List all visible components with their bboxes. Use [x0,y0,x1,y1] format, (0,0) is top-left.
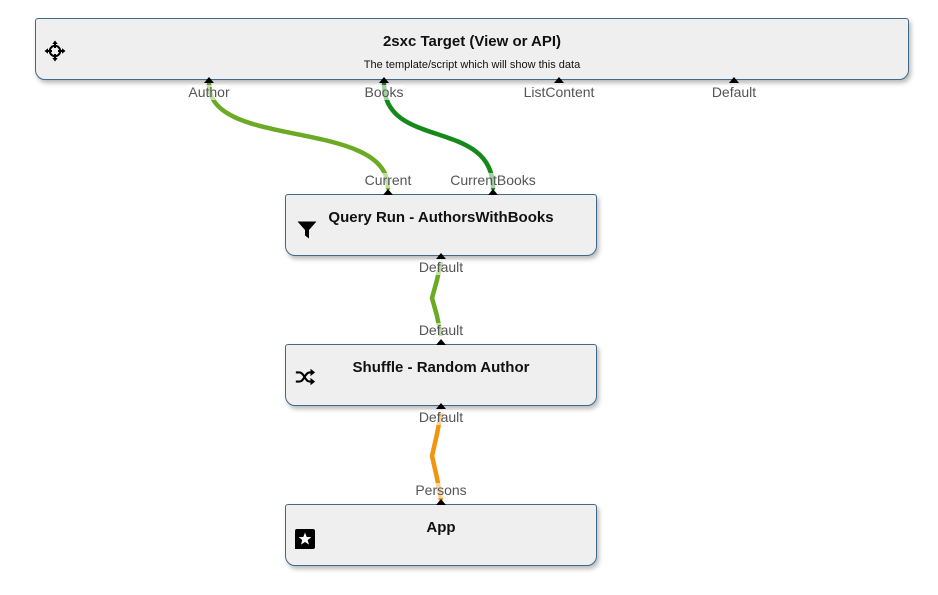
connection-current-to-author[interactable] [206,81,391,191]
port-label-shuffle-default-in: Default [418,322,464,338]
app-node[interactable]: App [285,504,597,566]
connection-currentbooks-to-books[interactable] [381,81,496,191]
port-marker-target-default[interactable] [729,77,739,83]
port-marker-query-currentbooks[interactable] [488,189,498,195]
port-label-target-author: Author [188,84,230,100]
port-label-target-listcontent: ListContent [523,84,595,100]
port-marker-shuffle-default-in[interactable] [436,339,446,345]
port-label-target-books: Books [364,84,404,100]
port-marker-query-default-out[interactable] [436,253,446,259]
port-marker-target-author[interactable] [204,77,214,83]
target-node-title: 2sxc Target (View or API) [382,33,562,50]
shuffle-node[interactable]: Shuffle - Random Author [285,344,597,406]
target-node-subtitle: The template/script which will show this… [363,59,581,71]
port-marker-target-listcontent[interactable] [554,77,564,83]
port-marker-shuffle-default-out[interactable] [436,403,446,409]
port-label-query-current: Current [364,172,412,188]
filter-icon [296,219,318,241]
port-label-target-default: Default [711,84,757,100]
port-marker-app-persons[interactable] [436,499,446,505]
star-app-icon [294,528,316,550]
crosshair-icon [44,40,66,62]
app-node-title: App [426,519,456,536]
port-marker-query-current[interactable] [383,189,393,195]
shuffle-node-title: Shuffle - Random Author [352,359,530,376]
shuffle-icon [294,366,316,388]
port-label-query-default-out: Default [418,259,464,275]
target-node[interactable]: 2sxc Target (View or API) The template/s… [35,18,909,80]
port-label-app-persons: Persons [415,482,467,498]
port-label-shuffle-default-out: Default [418,409,464,425]
query-node-title: Query Run - AuthorsWithBooks [328,209,554,226]
port-marker-target-books[interactable] [379,77,389,83]
port-label-query-currentbooks: CurrentBooks [450,172,536,188]
query-node[interactable]: Query Run - AuthorsWithBooks [285,194,597,256]
